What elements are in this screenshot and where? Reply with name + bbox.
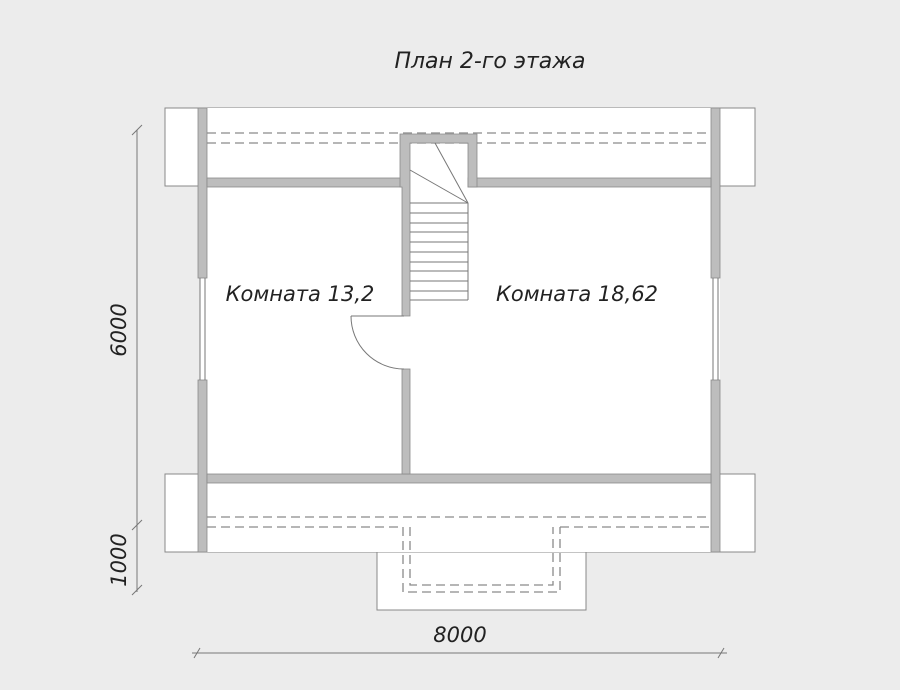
wall-right-lower xyxy=(710,379,721,553)
floor-area xyxy=(200,108,720,552)
door-swing xyxy=(350,315,405,370)
wall-top-left xyxy=(206,177,403,188)
dimension-vertical xyxy=(131,124,143,596)
stair-walls xyxy=(399,133,478,317)
wall-bottom xyxy=(206,473,712,484)
room-label-13-2: Комната 13,2 xyxy=(226,282,375,306)
room-label-18-62: Комната 18,62 xyxy=(496,282,658,306)
dimension-8000: 8000 xyxy=(433,623,486,647)
porch xyxy=(376,551,587,611)
plan-title: План 2-го этажа xyxy=(394,49,585,74)
wall-partition-lower xyxy=(401,368,411,475)
dimension-horizontal xyxy=(192,647,727,659)
wall-left-lower xyxy=(197,379,208,553)
window-left xyxy=(199,278,206,380)
dimension-1000: 1000 xyxy=(107,533,131,586)
wall-left-upper xyxy=(197,107,208,279)
wall-right-upper xyxy=(710,107,721,279)
wall-top-right xyxy=(467,177,712,188)
dimension-6000: 6000 xyxy=(107,303,131,356)
window-right xyxy=(712,278,719,380)
staircase xyxy=(409,142,469,301)
